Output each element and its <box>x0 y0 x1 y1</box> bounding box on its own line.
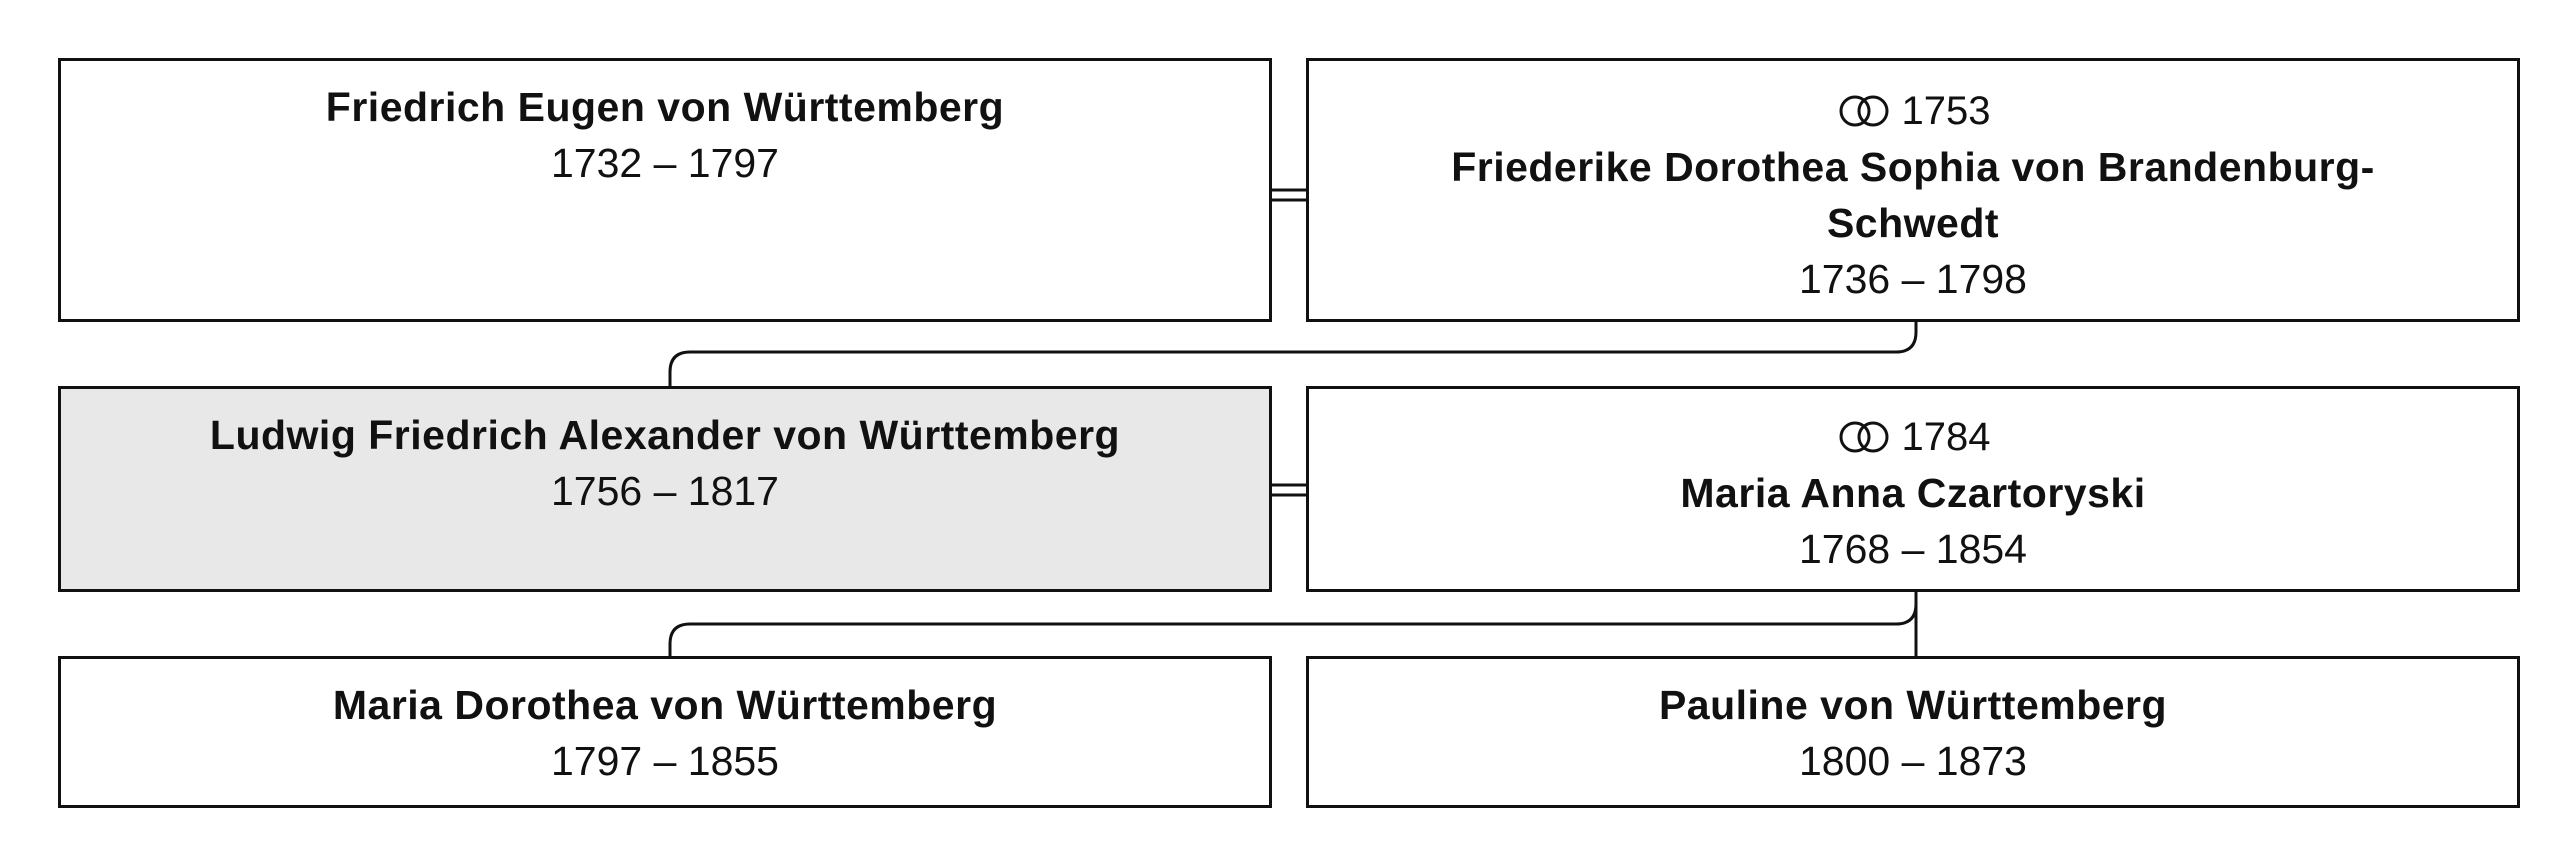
person-dates: 1756 – 1817 <box>550 468 779 514</box>
wedding-rings-icon <box>1839 421 1888 453</box>
person-card-friedrich-eugen[interactable]: Friedrich Eugen von Württemberg 1732 – 1… <box>58 58 1272 322</box>
person-card-pauline[interactable]: Pauline von Württemberg 1800 – 1873 <box>1306 656 2520 808</box>
person-name: Friedrich Eugen von Württemberg <box>325 84 1005 130</box>
person-dates: 1797 – 1855 <box>550 738 779 784</box>
person-card-maria-dorothea[interactable]: Maria Dorothea von Württemberg 1797 – 18… <box>58 656 1272 808</box>
person-card-friederike[interactable]: 1753 Friederike Dorothea Sophia von Bran… <box>1306 58 2520 322</box>
marriage-info: 1784 <box>1836 409 1991 465</box>
person-dates: 1768 – 1854 <box>1798 526 2027 572</box>
person-name: Maria Dorothea von Württemberg <box>332 682 998 728</box>
person-dates: 1736 – 1798 <box>1798 256 2027 302</box>
person-name: Maria Anna Czartoryski <box>1680 470 2146 516</box>
person-card-ludwig[interactable]: Ludwig Friedrich Alexander von Württembe… <box>58 386 1272 592</box>
wedding-rings-icon <box>1839 95 1888 127</box>
marriage-year: 1784 <box>1901 415 1991 459</box>
person-name: Ludwig Friedrich Alexander von Württembe… <box>209 412 1121 458</box>
descent-line-ludwig <box>668 320 1918 386</box>
descent-line-maria-dorothea <box>668 590 1918 656</box>
person-name: Pauline von Württemberg <box>1658 682 2168 728</box>
marriage-info: 1753 <box>1836 83 1991 139</box>
marriage-year: 1753 <box>1901 89 1991 133</box>
person-name: Friederike Dorothea Sophia von Brandenbu… <box>1451 144 2375 190</box>
person-card-maria-anna[interactable]: 1784 Maria Anna Czartoryski 1768 – 1854 <box>1306 386 2520 592</box>
person-dates: 1800 – 1873 <box>1798 738 2027 784</box>
person-name-continued: Schwedt <box>1826 200 2000 246</box>
person-dates: 1732 – 1797 <box>550 140 779 186</box>
